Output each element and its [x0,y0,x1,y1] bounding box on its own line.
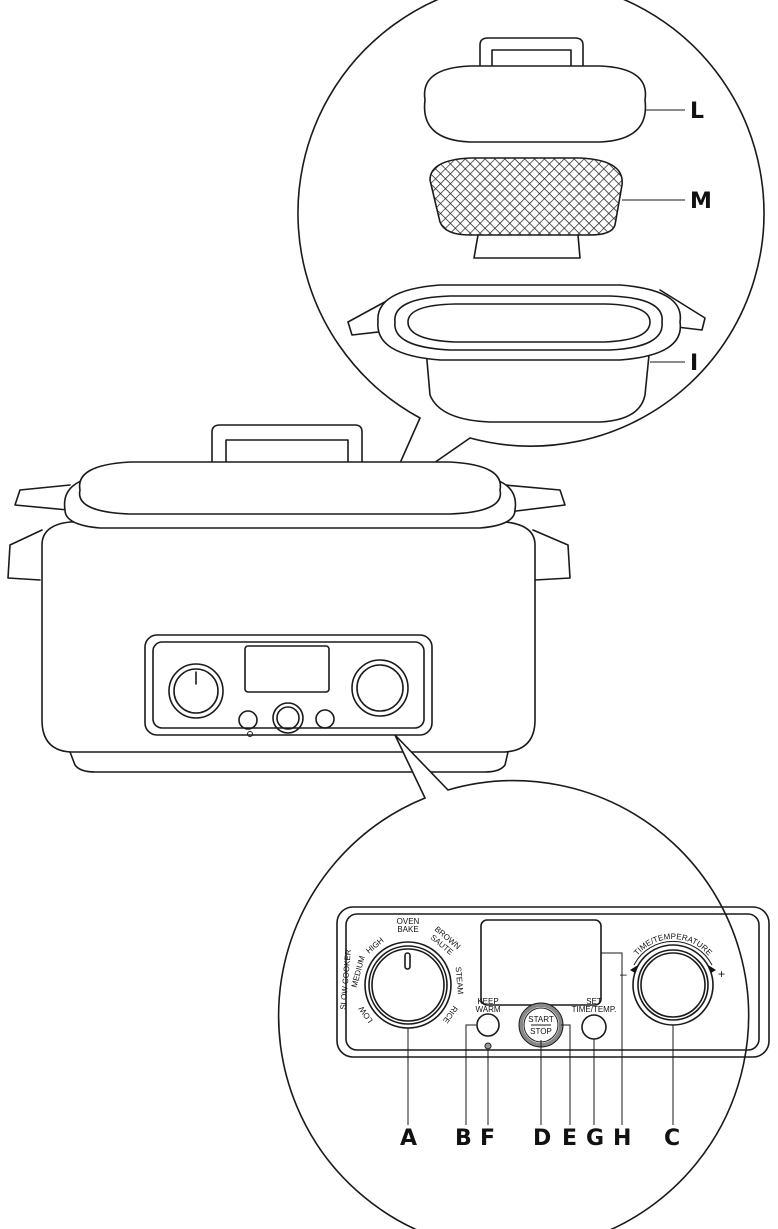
label-oven: OVEN [397,917,420,926]
callout-D: D [533,1126,551,1151]
start-label: START [528,1015,554,1024]
label-bake: BAKE [397,925,418,934]
control-panel-circle: OVEN BAKE BROWN SAUTE STEAM RICE SLOW CO… [277,734,770,1229]
callout-G: G [586,1126,604,1151]
callout-A: A [400,1126,417,1151]
lid-part [423,37,685,143]
callout-I: I [690,351,698,376]
inner-pot-part [347,284,706,423]
label-keep: KEEP [477,997,498,1006]
plus-sign: + [718,967,725,981]
callout-M: M [690,189,712,214]
label-set: SET [586,997,602,1006]
callout-E: E [562,1126,577,1151]
minus-sign: – [620,967,627,981]
callout-B: B [455,1126,472,1151]
multicooker-body [7,424,571,773]
rack-part [429,157,685,259]
exploded-view-circle: L M I [297,0,765,500]
keep-warm-button[interactable] [476,1013,500,1037]
callout-H: H [613,1126,631,1151]
indicator-light [484,1042,492,1050]
stop-label: STOP [530,1027,552,1036]
function-dial[interactable] [364,941,452,1029]
callout-F: F [480,1126,495,1151]
label-steam: STEAM [454,966,465,995]
label-time-temp: TIME/TEMP. [572,1005,617,1014]
callout-C: C [664,1126,680,1151]
callout-L: L [690,99,704,124]
label-warm: WARM [475,1005,500,1014]
